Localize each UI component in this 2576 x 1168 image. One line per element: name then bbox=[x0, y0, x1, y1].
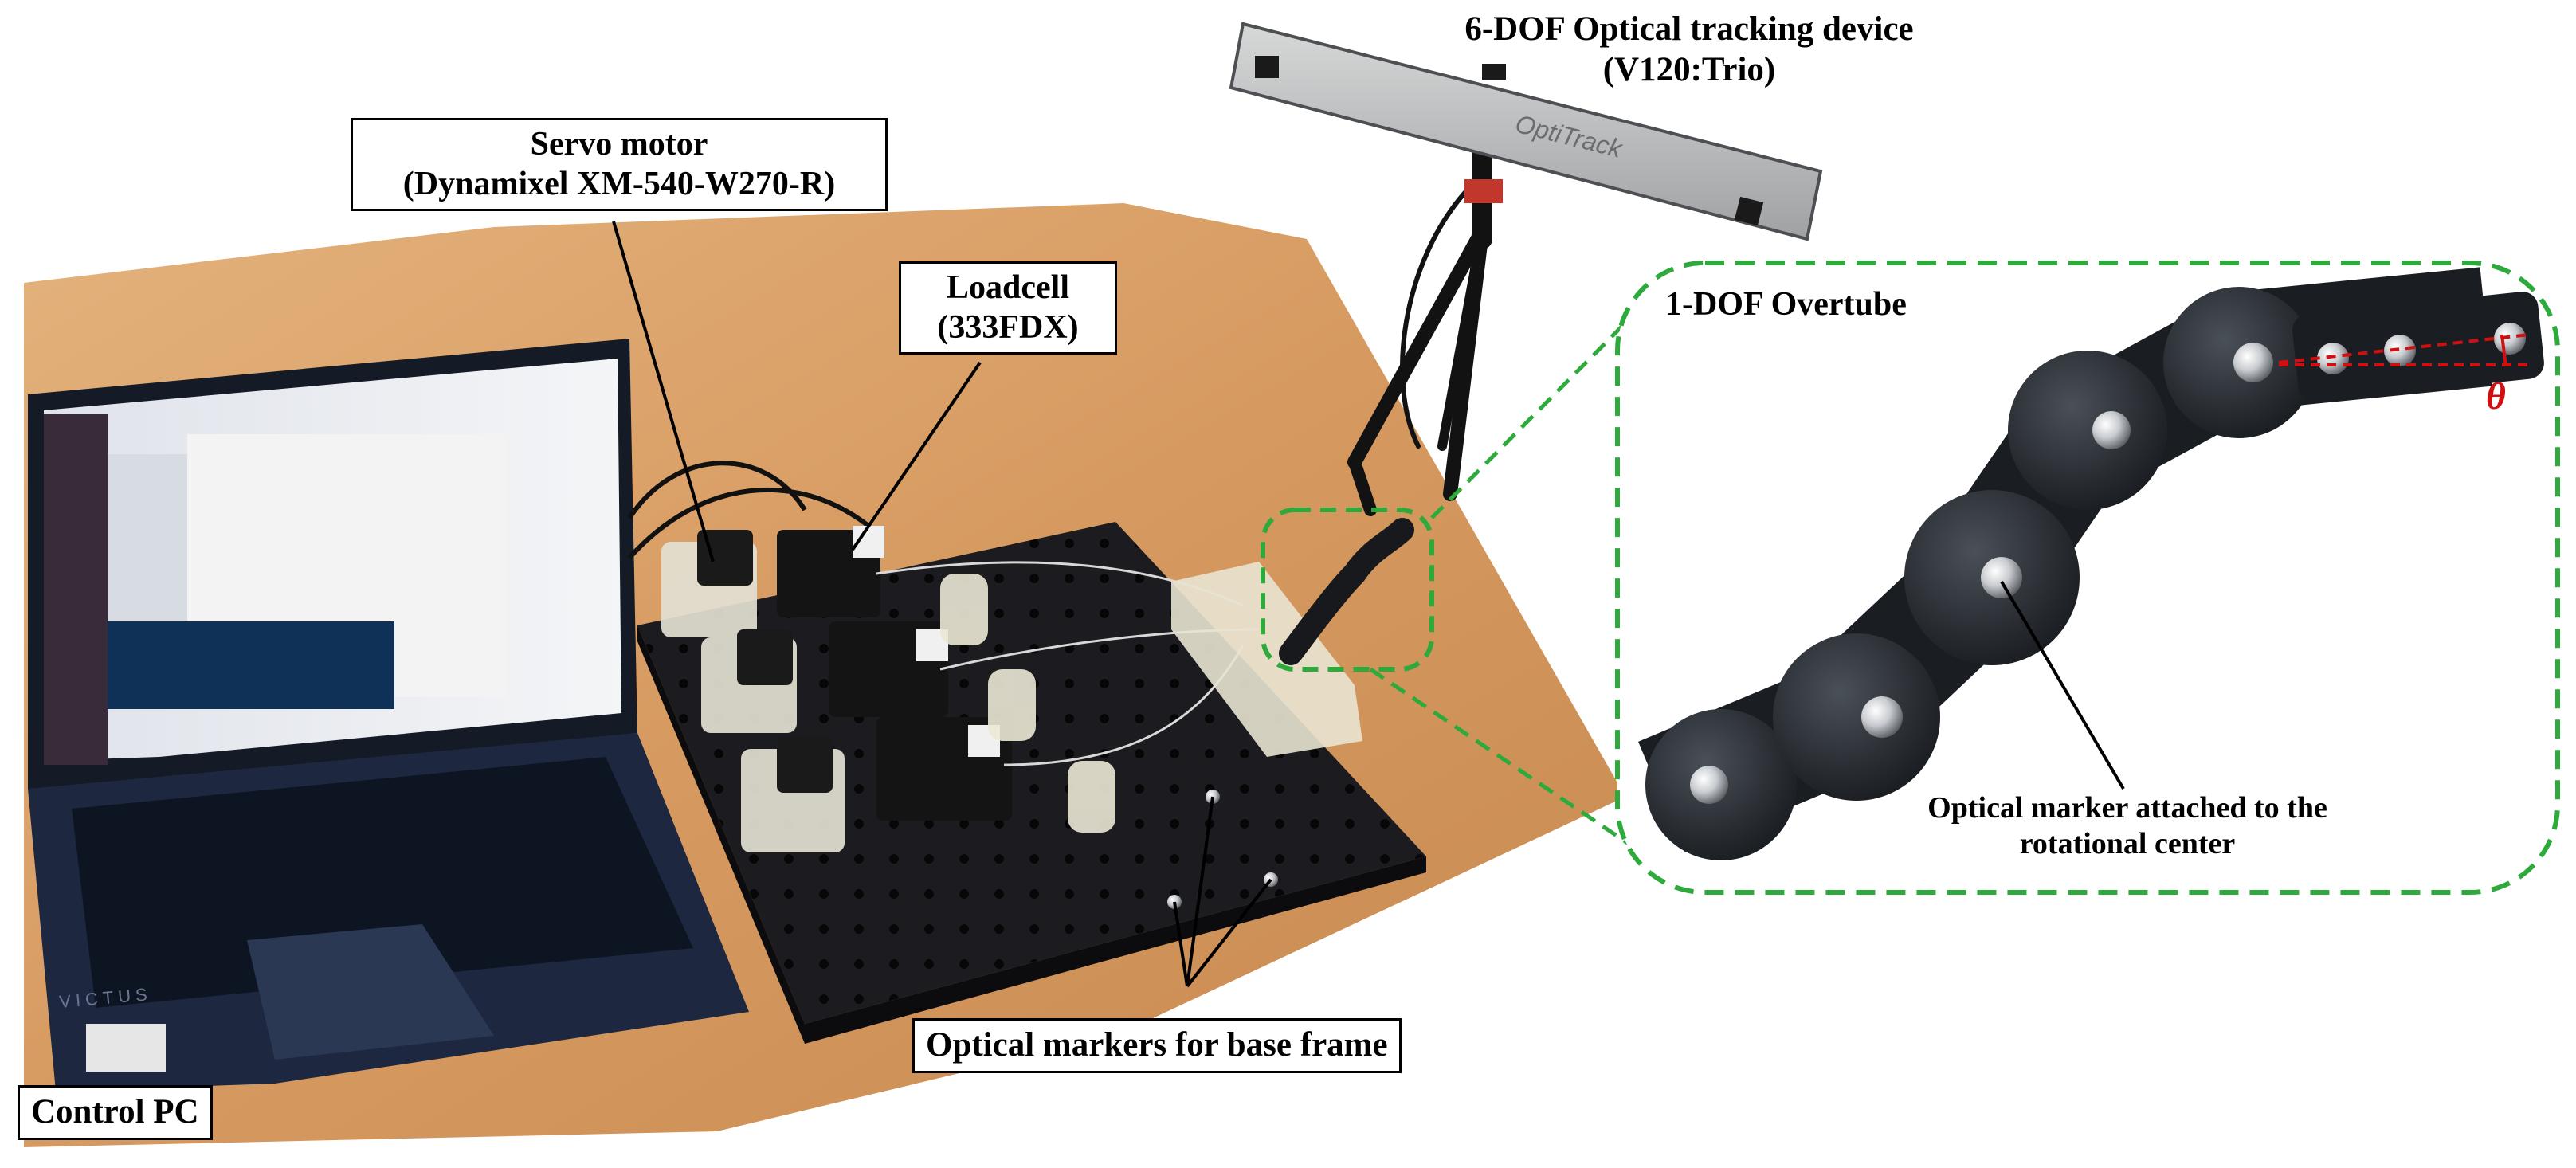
overtube-label: 1-DOF Overtube bbox=[1665, 286, 1907, 323]
theta-label: θ bbox=[2486, 375, 2506, 417]
tracker-label-line1: 6-DOF Optical tracking device bbox=[1464, 10, 1914, 48]
tracker-tripod bbox=[1347, 129, 1492, 516]
control-pc-label: Control PC bbox=[18, 1085, 213, 1140]
servo-motor-array bbox=[661, 530, 845, 852]
center-marker-line1: Optical marker attached to the bbox=[1927, 791, 2327, 825]
leader-lines bbox=[612, 221, 1272, 988]
laptop-touchpad bbox=[247, 924, 494, 1060]
cables bbox=[627, 461, 870, 560]
servo-label-line1: Servo motor bbox=[530, 126, 708, 163]
tracker-label: 6-DOF Optical tracking device (V120:Trio… bbox=[1347, 10, 2032, 90]
base-markers-label: Optical markers for base frame bbox=[912, 1018, 1402, 1073]
center-marker-label: Optical marker attached to the rotationa… bbox=[1888, 790, 2366, 862]
servo-motor-label: Servo motor (Dynamixel XM-540-W270-R) bbox=[351, 118, 888, 212]
tracker-label-line2: (V120:Trio) bbox=[1602, 50, 1776, 88]
loadcell-label-line1: Loadcell bbox=[947, 269, 1069, 306]
loadcell-label: Loadcell (333FDX) bbox=[899, 261, 1117, 355]
overtube-small bbox=[1279, 518, 1414, 665]
servo-label-line2: (Dynamixel XM-540-W270-R) bbox=[402, 165, 836, 202]
center-marker-line2: rotational center bbox=[2019, 826, 2236, 860]
overtube-zoom-source-box bbox=[1261, 508, 1434, 672]
overtube-zoom-callout bbox=[1615, 261, 2560, 895]
overtube-mount-block bbox=[1171, 562, 1362, 757]
laptop: VICTUS bbox=[28, 339, 749, 1092]
loadcell-carriages bbox=[777, 526, 1012, 821]
loadcell-label-line2: (333FDX) bbox=[937, 308, 1079, 346]
cable-guides bbox=[940, 574, 1115, 833]
optitrack-camera-bar: OptiTrack bbox=[1229, 22, 1823, 241]
